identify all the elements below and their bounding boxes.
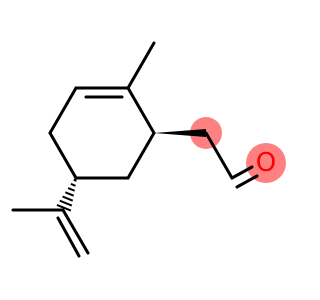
bond-isopropenyl-ch2-2 [56,216,81,258]
bond-methyl [126,41,156,90]
bond-ch2-cho [204,131,234,180]
bond-ring-c2-c3 [126,131,156,180]
hash-line [73,178,77,182]
hash-line [64,191,75,197]
bond-ring-c5-c6 [48,86,78,135]
bond-c-o-double-1 [230,165,254,180]
hash-line [59,199,73,207]
molecule-structure: O [11,41,286,258]
hash-line [56,203,72,212]
molecule-canvas: O [11,41,286,258]
hash-line [62,195,74,202]
bond-ring-c1-c2 [126,86,156,135]
oxygen-atom-label: O [256,148,276,178]
bond-ring-c4-c5 [48,131,78,180]
hash-line [67,187,75,192]
oxygen-highlight [246,143,286,183]
bond-isopropenyl-ch2-1 [61,208,90,255]
bond-c-o-double-2 [235,174,259,189]
hashed-wedge-bond [56,178,77,212]
hash-line [70,182,76,187]
wedge-bond-ch2 [154,129,206,137]
